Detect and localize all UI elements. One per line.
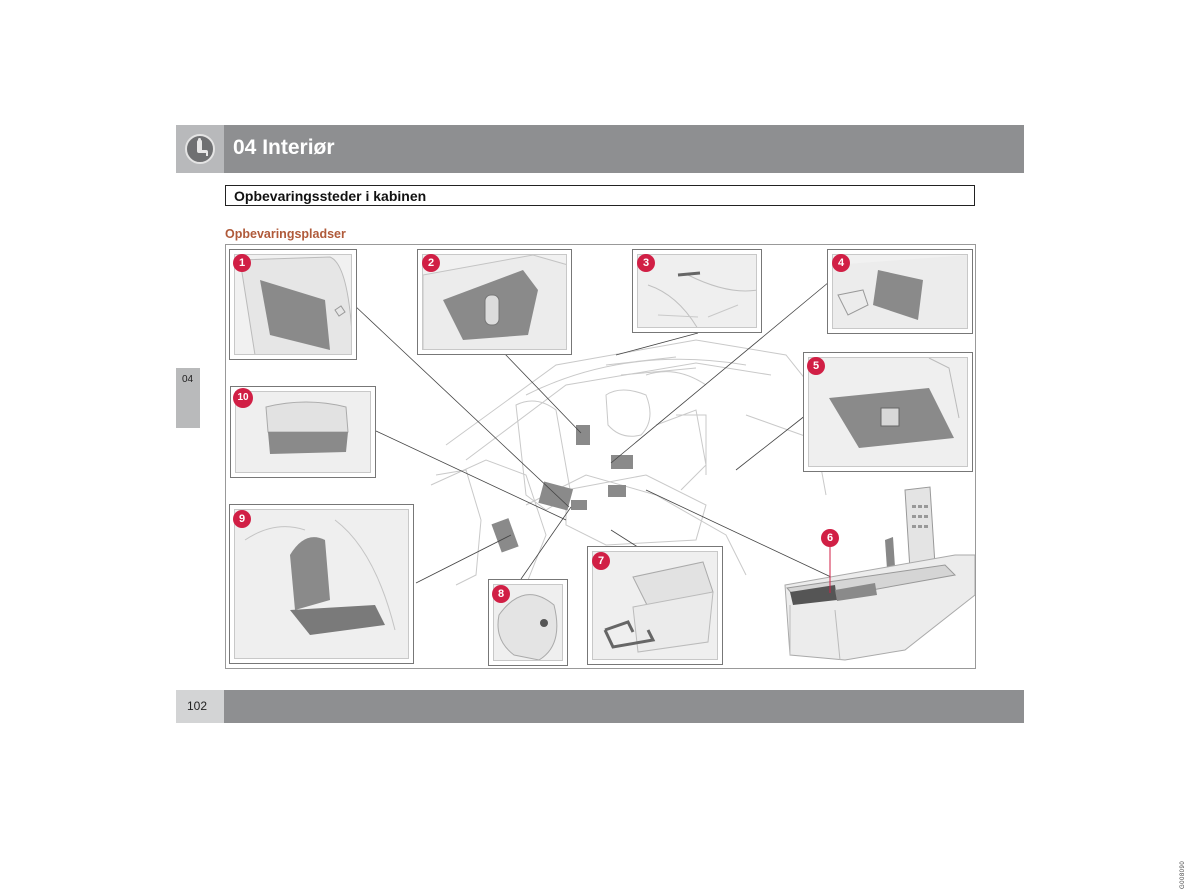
callout-6: 6 <box>821 529 839 547</box>
callout-3: 3 <box>637 254 655 272</box>
seat-hook-drawing <box>494 585 562 660</box>
rear-armrest-drawing <box>235 510 408 658</box>
callout-5: 5 <box>807 357 825 375</box>
panel-3 <box>632 249 762 333</box>
console-hook-drawing <box>593 552 717 659</box>
panel-5 <box>803 352 973 472</box>
storage-illustration: 1 2 3 <box>225 244 1186 889</box>
footer-bar <box>224 690 1024 723</box>
chapter-side-tab <box>176 368 200 428</box>
section-title-box <box>225 185 975 206</box>
seat-back-pocket-drawing <box>239 256 351 354</box>
page-number: 102 <box>187 699 208 713</box>
chapter-side-tab-label: 04 <box>182 374 194 385</box>
door-pocket-drawing <box>423 255 566 349</box>
image-code: G008090 <box>1180 860 1186 889</box>
panel-7 <box>587 546 723 665</box>
panel-4 <box>827 249 973 334</box>
chapter-title: 04 Interiør <box>233 136 335 159</box>
armrest-storage-drawing <box>236 392 370 472</box>
chapter-header-bar <box>176 125 1024 173</box>
callout-10: 10 <box>233 388 253 408</box>
subsection-title: Opbevaringspladser <box>225 227 346 241</box>
glovebox-drawing <box>809 358 967 466</box>
callout-2: 2 <box>422 254 440 272</box>
page-number-box <box>176 690 224 723</box>
center-console-drawing <box>784 486 975 661</box>
callout-8: 8 <box>492 585 510 603</box>
callout-9: 9 <box>233 510 251 528</box>
section-title: Opbevaringssteder i kabinen <box>234 188 427 204</box>
callout-4: 4 <box>832 254 850 272</box>
panel-2 <box>417 249 572 355</box>
seat-side-pocket-drawing <box>833 255 967 328</box>
panel-1 <box>229 249 357 360</box>
panel-9 <box>229 504 414 664</box>
car-interior-drawing <box>353 281 832 586</box>
panel-10 <box>230 386 376 478</box>
callout-6-leader <box>829 547 831 593</box>
ticket-holder-drawing <box>638 255 756 327</box>
seat-icon <box>185 134 215 164</box>
callout-1: 1 <box>233 254 251 272</box>
callout-7: 7 <box>592 552 610 570</box>
